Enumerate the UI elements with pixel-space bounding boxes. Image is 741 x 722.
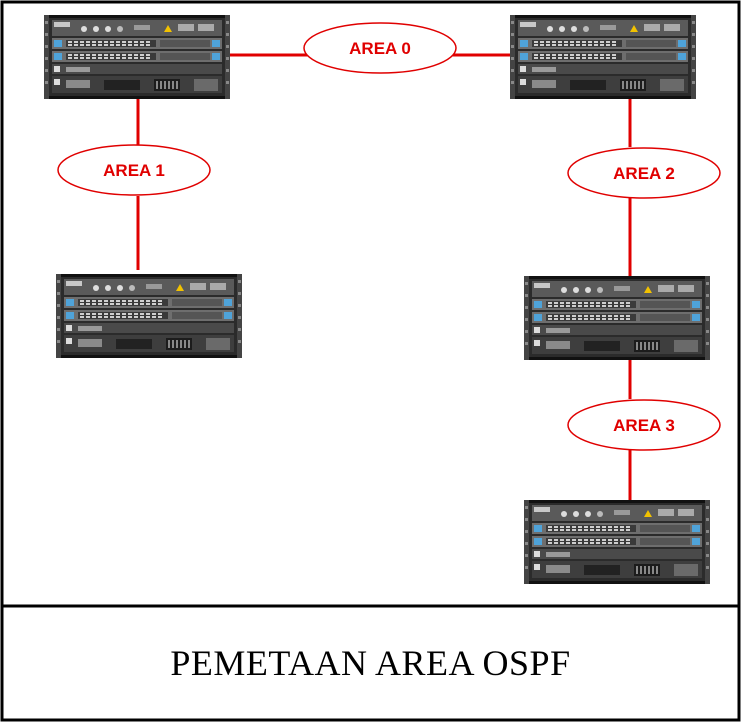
area-0-ellipse — [303, 22, 457, 74]
area-0-label: AREA 0 — [349, 39, 411, 58]
area-1-ellipse — [57, 144, 211, 196]
area-3-ellipse — [567, 399, 721, 451]
router-top-left — [44, 15, 230, 99]
diagram-caption: PEMETAAN AREA OSPF — [170, 642, 571, 683]
area-2-label: AREA 2 — [613, 164, 675, 183]
area-3-label: AREA 3 — [613, 416, 675, 435]
area-2-ellipse — [567, 147, 721, 199]
router-top-right — [510, 15, 696, 99]
router-right-middle — [524, 276, 710, 360]
router-right-bottom — [524, 500, 710, 584]
router-left — [56, 274, 242, 358]
area-1-label: AREA 1 — [103, 161, 165, 180]
